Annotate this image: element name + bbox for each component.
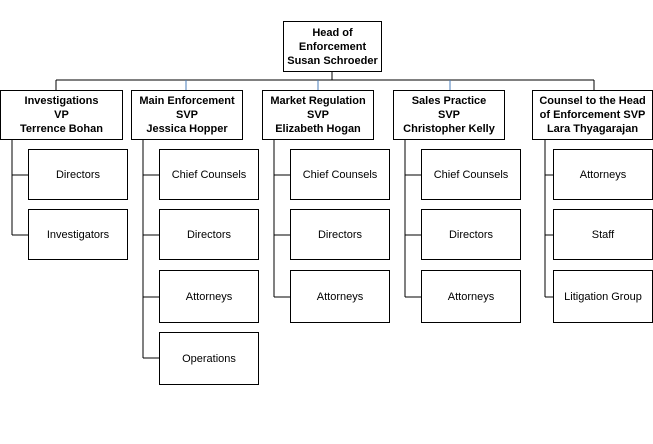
subunit-label: Attorneys [316, 290, 364, 303]
subunit-box: Staff [553, 209, 653, 260]
department-title: Sales Practice SVP [411, 95, 487, 121]
subunit-label: Investigators [46, 228, 110, 241]
subunit-label: Directors [448, 228, 493, 241]
subunit-box: Attorneys [159, 270, 259, 323]
subunit-box: Directors [159, 209, 259, 260]
subunit-box: Attorneys [290, 270, 390, 323]
department-box-main-enforcement: Main Enforcement SVP Jessica Hopper [131, 90, 243, 140]
subunit-label: Chief Counsels [171, 168, 247, 181]
subunit-label: Litigation Group [564, 290, 642, 303]
subunit-label: Attorneys [579, 168, 627, 181]
subunit-box: Attorneys [421, 270, 521, 323]
department-head-name: Terrence Bohan [20, 123, 103, 135]
subunit-box: Litigation Group [553, 270, 653, 323]
subunit-box: Chief Counsels [290, 149, 390, 200]
subunit-label: Operations [182, 352, 236, 365]
subunit-label: Directors [317, 228, 362, 241]
subunit-box: Attorneys [553, 149, 653, 200]
root-title: Head of Enforcement [298, 26, 367, 53]
subunit-box: Directors [421, 209, 521, 260]
subunit-label: Chief Counsels [433, 168, 509, 181]
department-title: Investigations VP [24, 95, 99, 121]
department-head-name: Lara Thyagarajan [546, 123, 639, 135]
department-box-sales-practice: Sales Practice SVP Christopher Kelly [393, 90, 505, 140]
department-head-name: Jessica Hopper [146, 123, 228, 135]
department-title: Main Enforcement SVP [139, 95, 235, 121]
subunit-label: Attorneys [185, 290, 233, 303]
root-box: Head of Enforcement Susan Schroeder [283, 21, 382, 72]
department-head-name: Christopher Kelly [403, 123, 495, 135]
department-title: Market Regulation SVP [270, 95, 366, 121]
subunit-box: Chief Counsels [421, 149, 521, 200]
subunit-label: Staff [591, 228, 615, 241]
subunit-box: Operations [159, 332, 259, 385]
subunit-box: Chief Counsels [159, 149, 259, 200]
subunit-label: Chief Counsels [302, 168, 378, 181]
subunit-box: Investigators [28, 209, 128, 260]
department-box-market-regulation: Market Regulation SVP Elizabeth Hogan [262, 90, 374, 140]
department-box-counsel: Counsel to the Head of Enforcement SVP L… [532, 90, 653, 140]
subunit-label: Attorneys [447, 290, 495, 303]
subunit-label: Directors [55, 168, 100, 181]
subunit-box: Directors [290, 209, 390, 260]
department-box-investigations: Investigations VP Terrence Bohan [0, 90, 123, 140]
root-name: Susan Schroeder [287, 54, 378, 67]
subunit-label: Directors [186, 228, 231, 241]
department-head-name: Elizabeth Hogan [275, 123, 361, 135]
subunit-box: Directors [28, 149, 128, 200]
department-title: Counsel to the Head of Enforcement SVP [539, 95, 646, 121]
